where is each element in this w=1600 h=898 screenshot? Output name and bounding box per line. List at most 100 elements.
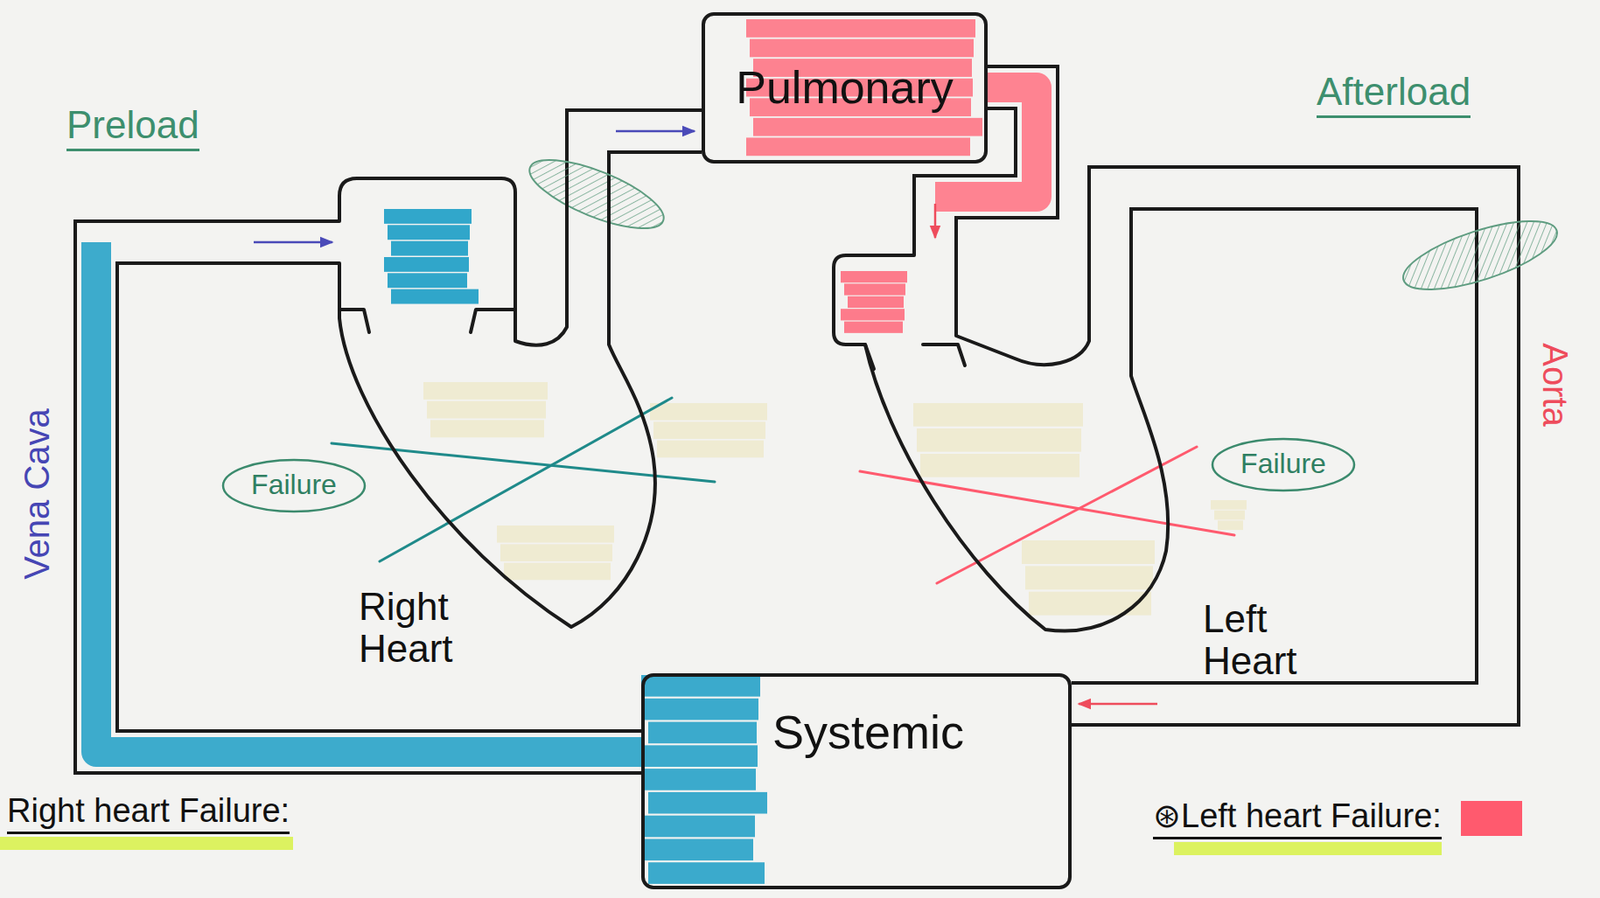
marker-highlight-stroke: [641, 675, 761, 698]
text-label: Preload: [66, 103, 200, 152]
marker-highlight-stroke: [746, 137, 971, 156]
heart-outline: [956, 244, 1090, 365]
whiteout-patch-stroke: [653, 421, 766, 440]
chamber-highlight-stroke: [384, 257, 469, 273]
chamber-highlight-stroke: [391, 289, 479, 305]
ellipse-border: [223, 460, 365, 512]
whiteout-patch-stroke: [1214, 510, 1245, 521]
chamber-highlight-stroke: [844, 321, 903, 334]
heart-outline: [922, 344, 965, 366]
chamber-highlight-stroke: [847, 296, 904, 308]
marker-highlight-stroke: [644, 698, 759, 721]
cross-out-line: [331, 443, 715, 483]
whiteout-patch-stroke: [920, 454, 1080, 478]
vessel-wall: [587, 131, 702, 179]
node-text: Failure: [251, 469, 337, 501]
whiteout-patch-stroke: [656, 440, 764, 459]
marker-highlight-stroke: [648, 722, 757, 745]
whiteout-patch: [496, 525, 615, 580]
marker-highlight-stroke: [746, 19, 976, 38]
marker-highlight-stroke: [749, 39, 974, 58]
node-text: Systemic: [772, 706, 965, 759]
chamber-highlight-stroke: [384, 209, 472, 224]
heart-chamber: Right Heart: [339, 178, 665, 630]
heart-outline: [833, 244, 1168, 632]
vessel-highlight: [96, 242, 642, 753]
marker-highlight-stroke: [644, 768, 756, 791]
hatched-ellipse: [1396, 207, 1565, 304]
box-ground: [703, 13, 986, 162]
vessel-connector: [96, 242, 642, 753]
text-label: Afterload: [1316, 69, 1471, 119]
whiteout-patch-stroke: [1025, 565, 1153, 590]
marker-highlight-stroke: [644, 838, 754, 861]
heart-outline: [470, 309, 516, 333]
whiteout-patch: [913, 403, 1083, 478]
vessel-connector: [587, 131, 702, 179]
whiteout-patch-stroke: [1028, 592, 1152, 616]
chamber-highlight-stroke: [387, 224, 470, 240]
whiteout-patch: [1210, 500, 1247, 531]
whiteout-patch-stroke: [423, 382, 548, 400]
text-label: Right heart Failure:: [6, 792, 290, 835]
hatched-ellipse: [521, 146, 672, 243]
heart-outline: [339, 309, 370, 333]
flow-arrow: [1078, 703, 1158, 706]
box-border: [642, 675, 1070, 888]
heart-outline: [339, 178, 567, 346]
whiteout-patch-stroke: [1210, 500, 1247, 511]
whiteout-patch-stroke: [496, 525, 615, 544]
whiteout-patch-stroke: [503, 563, 611, 581]
highlighter-bar: [1173, 842, 1442, 856]
cross-out-line: [379, 398, 672, 562]
node-text: Pulmonary: [735, 62, 954, 113]
whiteout-patch-stroke: [430, 419, 545, 438]
heart-outline: [339, 178, 656, 628]
box-border: [703, 13, 986, 162]
vessel-bed-box: Systemic: [641, 673, 1072, 890]
whiteout-patch-stroke: [426, 401, 546, 420]
flow-arrow: [934, 203, 937, 238]
marker-highlight-stroke: [641, 816, 755, 839]
node-text: Left Heart: [1202, 598, 1298, 684]
chamber-highlight: [840, 271, 908, 334]
whiteout-patch: [649, 403, 768, 458]
whiteout-patch-stroke: [913, 403, 1083, 427]
vessel-lumen: [587, 131, 702, 179]
marker-highlight-stroke: [753, 118, 983, 137]
chamber-highlight-stroke: [840, 271, 908, 283]
ellipse-border: [1212, 439, 1355, 491]
heart-outline: [865, 344, 874, 370]
whiteout-patch-stroke: [1021, 540, 1155, 565]
marker-highlight-stroke: [648, 792, 768, 815]
text-label: Aorta: [1535, 342, 1576, 427]
flow-arrow: [253, 241, 333, 245]
node-outline: [339, 178, 665, 630]
marker-highlight-stroke: [648, 862, 765, 885]
vessel-lumen: [96, 242, 642, 753]
whiteout-patch: [423, 382, 548, 438]
legend-text: ⊛Left heart Failure:: [1152, 797, 1442, 840]
cross-out-line: [936, 447, 1197, 584]
whiteout-patch-stroke: [916, 428, 1082, 453]
flow-arrow: [615, 130, 695, 133]
heart-chamber: Left Heart: [826, 244, 1195, 639]
node-outline: [826, 244, 1195, 639]
text-label: Vena Cava: [16, 408, 57, 580]
chamber-highlight-stroke: [391, 241, 469, 257]
node-text: Failure: [1240, 448, 1327, 480]
legend-swatch: [1460, 801, 1523, 837]
chamber-highlight-stroke: [387, 272, 468, 288]
failure-ellipse: Failure: [221, 458, 367, 514]
box-ground: [642, 675, 1070, 888]
highlighter-bar: [0, 837, 294, 851]
chamber-highlight: [384, 209, 479, 305]
chamber-highlight-stroke: [844, 283, 906, 295]
marker-highlight-stroke: [641, 745, 758, 768]
chamber-highlight-stroke: [840, 308, 905, 321]
marker-highlight: [641, 675, 768, 885]
whiteout-patch-stroke: [649, 403, 768, 421]
